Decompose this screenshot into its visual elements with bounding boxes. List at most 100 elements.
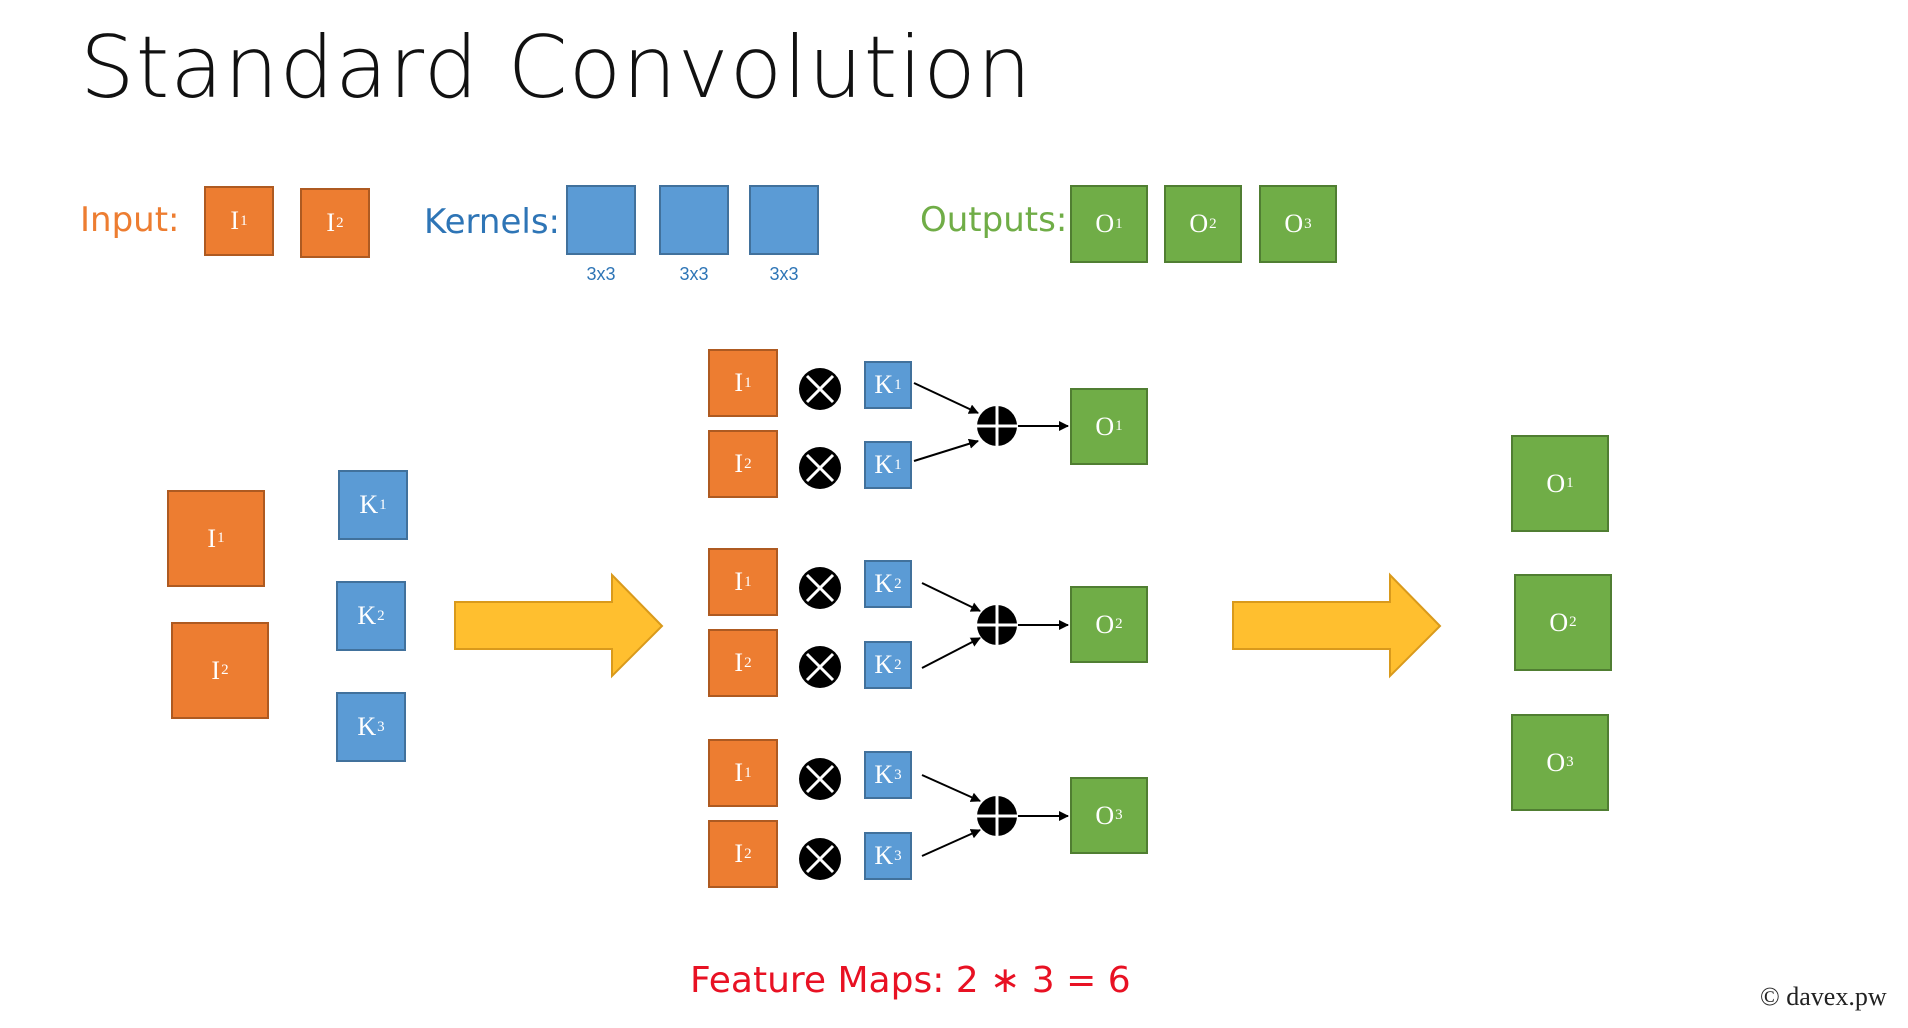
right-output-3-sub: 3 [1566,754,1574,770]
mid-g2-input-2-sub: 2 [744,654,752,671]
mid-g3-input-1-base: I [734,758,744,787]
multiply-icon [799,567,841,609]
mid-g3-input-2-sub: 2 [744,845,752,862]
legend-input-2-base: I [326,208,336,237]
connector-arrow [921,637,981,669]
legend-input-1-base: I [230,206,240,235]
mid-g2-input-2-base: I [734,648,744,677]
mid-g2-input-1-sub: 1 [744,573,752,590]
multiply-icon [799,646,841,688]
legend-kernel-2 [659,185,729,255]
left-input-2-sub: 2 [221,662,229,678]
left-kernel-3-base: K [357,712,377,741]
right-output-1-sub: 1 [1566,475,1574,491]
input-legend-label: Input: [80,200,180,240]
left-kernel-1-base: K [359,490,379,519]
mid-g3-kernel-1-sub: 3 [894,766,902,783]
copyright-credit: © davex.pw [1760,982,1887,1011]
left-kernel-1-sub: 1 [379,496,387,513]
legend-input-2-sub: 2 [336,214,344,231]
legend-output-3-base: O [1284,209,1304,238]
mid-g1-input-2-sub: 2 [744,455,752,472]
plus-icon [977,406,1017,446]
plus-icon [977,605,1017,645]
mid-g2-output-sub: 2 [1115,616,1123,632]
mid-g2-kernel-1-sub: 2 [894,575,902,592]
legend-kernel-2-size: 3x3 [679,264,709,284]
right-output-2-sub: 2 [1569,614,1577,630]
mid-g2-kernel-2-base: K [874,650,894,679]
mid-g3-output-sub: 3 [1115,807,1123,823]
right-output-1-base: O [1546,468,1566,498]
mid-g1-input-1-base: I [734,368,744,397]
legend-input-1-sub: 1 [240,212,248,229]
legend-output-1-base: O [1095,209,1115,238]
multiply-icon [799,838,841,880]
mid-g3-input-2-base: I [734,839,744,868]
mid-g1-input-2-base: I [734,449,744,478]
mid-g3-kernel-2-base: K [874,841,894,870]
legend-output-2-base: O [1189,209,1209,238]
mid-g2-output-base: O [1095,609,1115,639]
legend-kernel-1-size: 3x3 [586,264,616,284]
legend-output-2-sub: 2 [1209,215,1217,232]
mid-g1-kernel-2-sub: 1 [894,456,902,473]
mid-g1-kernel-1-base: K [874,370,894,399]
left-input-1-base: I [207,523,217,553]
connector-arrow [921,774,981,802]
mid-g3-kernel-2-sub: 3 [894,847,902,864]
left-kernel-3-sub: 3 [377,718,385,735]
mid-g1-kernel-1-sub: 1 [894,376,902,393]
big-arrow-2 [1232,572,1442,679]
right-output-3-base: O [1546,747,1566,777]
plus-icon [977,796,1017,836]
legend-output-3-sub: 3 [1304,215,1312,232]
left-kernel-2-base: K [357,601,377,630]
left-input-1-sub: 1 [217,530,225,546]
connector-arrow [913,438,979,462]
feature-maps-caption: Feature Maps: 2 ∗ 3 = 6 [690,960,1131,1001]
legend-kernel-3-size: 3x3 [769,264,799,284]
page-title: Standard Convolution [80,18,1033,118]
mid-g3-output-base: O [1095,800,1115,830]
multiply-icon [799,447,841,489]
connector-arrow [921,582,981,612]
left-kernel-2-sub: 2 [377,607,385,624]
legend-output-1-sub: 1 [1115,215,1123,232]
mid-g3-kernel-1-base: K [874,760,894,789]
multiply-icon [799,368,841,410]
connector-arrow [913,382,979,414]
mid-g2-input-1-base: I [734,567,744,596]
big-arrow-1 [454,572,664,679]
outputs-legend-label: Outputs: [920,200,1068,240]
